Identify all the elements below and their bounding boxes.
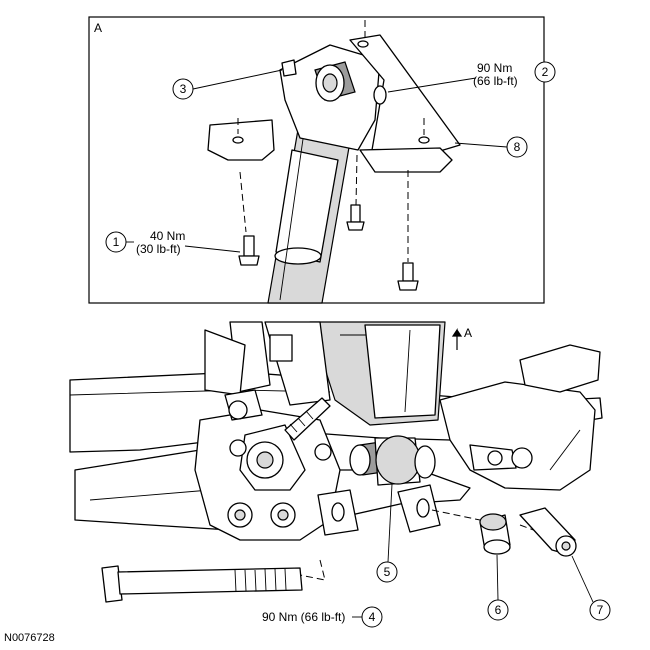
svg-text:8: 8 xyxy=(514,140,521,154)
callout-2: 2 90 Nm (66 lb-ft) xyxy=(387,61,556,93)
bolt-4 xyxy=(101,565,303,603)
svg-text:1: 1 xyxy=(113,235,120,249)
svg-text:3: 3 xyxy=(180,82,187,96)
callout-6: 6 xyxy=(487,554,509,621)
flange-bolt-b xyxy=(346,204,365,231)
bolt-3 xyxy=(281,59,297,77)
figure-id: N0076728 xyxy=(4,632,55,644)
callout-7: 7 xyxy=(571,555,611,621)
callout-5: 5 xyxy=(376,483,398,583)
callout-1-torque-lbft: (30 lb-ft) xyxy=(136,242,181,256)
shock-absorber-upper xyxy=(267,117,353,304)
flange-bolt-c xyxy=(397,262,419,291)
callout-8: 8 xyxy=(454,136,528,158)
callout-2-torque-lbft: (66 lb-ft) xyxy=(473,74,518,88)
svg-text:5: 5 xyxy=(384,565,391,579)
lower-assembly-view: A 90 Nm (66 lb-ft) 4 5 6 7 xyxy=(69,321,611,628)
callout-2-torque-nm: 90 Nm xyxy=(477,61,512,75)
detail-a-inset: A xyxy=(88,16,556,304)
svg-text:4: 4 xyxy=(369,610,376,624)
install-line-2 xyxy=(355,154,358,206)
view-arrow-a: A xyxy=(451,326,472,350)
lower-right-link xyxy=(469,444,533,471)
lower-shock-bracket xyxy=(317,484,441,536)
bushing-5 xyxy=(349,435,436,486)
detail-label: A xyxy=(94,21,102,35)
flange-bolt-a xyxy=(238,235,260,266)
callout-4: 90 Nm (66 lb-ft) 4 xyxy=(262,606,383,628)
callout-3: 3 xyxy=(172,69,283,100)
svg-text:7: 7 xyxy=(597,603,604,617)
upper-bushing xyxy=(314,61,387,105)
knuckle xyxy=(194,389,341,541)
install-line-bolt xyxy=(299,559,326,581)
svg-text:6: 6 xyxy=(495,603,502,617)
install-line-1 xyxy=(239,171,247,233)
link-7 xyxy=(519,507,577,557)
install-line-lower xyxy=(431,509,556,539)
stabilizer-link xyxy=(284,397,331,441)
callout-4-torque: 90 Nm (66 lb-ft) xyxy=(262,610,345,624)
callout-1-torque-nm: 40 Nm xyxy=(150,229,185,243)
shock-absorber-lower xyxy=(309,321,446,426)
svg-text:2: 2 xyxy=(542,65,549,79)
bushing-6 xyxy=(479,513,511,555)
view-arrow-label: A xyxy=(464,326,472,340)
knuckle-nuts xyxy=(227,400,332,528)
callout-1: 1 40 Nm (30 lb-ft) xyxy=(105,229,241,256)
